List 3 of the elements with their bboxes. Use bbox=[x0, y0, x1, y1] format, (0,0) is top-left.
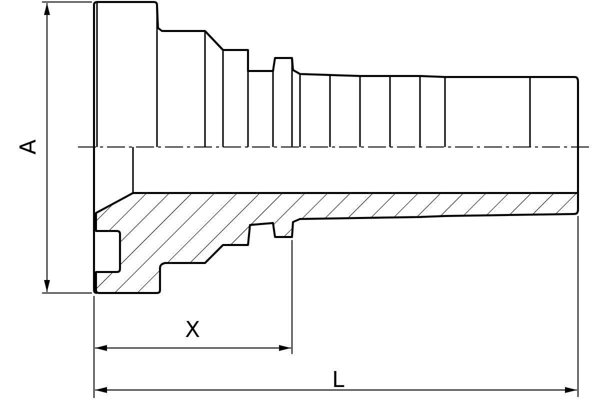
dimension-label: L bbox=[332, 370, 344, 392]
dimension-label: A bbox=[18, 139, 41, 155]
dimension-label: X bbox=[185, 320, 200, 342]
